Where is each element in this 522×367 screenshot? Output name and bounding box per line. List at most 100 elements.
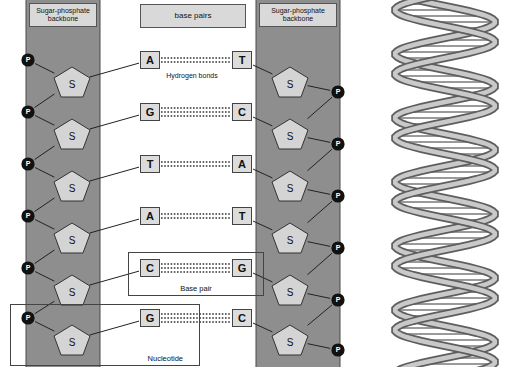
sugar-pentagon: S <box>271 324 309 356</box>
sugar-pentagon: S <box>53 118 91 150</box>
bond-line <box>308 138 331 143</box>
node-text: A <box>146 54 154 66</box>
node-text: P <box>336 244 341 252</box>
hydrogen-bond <box>161 314 231 322</box>
hydrogen-bond-line <box>161 111 231 112</box>
pentagon-shape <box>54 275 90 305</box>
phosphate-circle: P <box>331 343 345 357</box>
node-text: P <box>26 56 31 64</box>
bond-line <box>35 198 55 211</box>
bond-line <box>35 168 54 178</box>
node-text: base pairs <box>175 11 212 21</box>
bond-line <box>35 250 55 263</box>
phosphate-circle: P <box>331 241 345 255</box>
hydrogen-bond <box>161 264 231 272</box>
pentagon-shape <box>272 119 308 149</box>
bond-line <box>90 219 139 233</box>
pentagon-shape <box>272 325 308 355</box>
bond-line <box>35 64 54 74</box>
circle-shape <box>21 105 34 118</box>
phosphate-circle: P <box>21 157 35 171</box>
bond-line <box>35 146 55 159</box>
bond-line <box>35 322 54 332</box>
node-text: S <box>69 79 76 90</box>
bond-line <box>307 97 331 118</box>
hydrogen-bond <box>161 214 231 218</box>
bond-line <box>308 305 332 325</box>
backbone-band: Sugar-phosphate backboneSPSPSPSPSPSP <box>256 0 340 367</box>
phosphate-circle: P <box>21 261 35 275</box>
node-text: S <box>69 131 76 142</box>
helix-strand <box>395 0 495 367</box>
node-text: S <box>287 183 294 194</box>
base-box: A <box>140 207 160 225</box>
bond-line <box>253 221 272 230</box>
node-text: S <box>69 287 76 298</box>
helix-strand-highlight <box>395 0 495 367</box>
phosphate-circle: P <box>21 105 35 119</box>
node-text: P <box>26 314 31 322</box>
bond-line <box>307 149 331 170</box>
node-text: S <box>287 337 294 348</box>
hydrogen-bond <box>161 58 231 62</box>
bond-line <box>35 272 54 282</box>
circle-shape <box>21 157 34 170</box>
pentagon-shape <box>54 119 90 149</box>
hydrogen-bond-line <box>161 321 231 322</box>
bond-line <box>308 242 331 247</box>
helix-strand-highlight <box>395 0 495 367</box>
node-text: Base pair <box>178 284 214 293</box>
base-box: A <box>140 51 160 69</box>
sugar-pentagon: S <box>53 324 91 356</box>
circle-shape <box>21 261 34 274</box>
hydrogen-bond-line <box>161 165 231 166</box>
sugar-pentagon: S <box>271 118 309 150</box>
backbone-band-fill <box>256 0 340 367</box>
node-text: P <box>336 88 341 96</box>
bond-line <box>308 86 331 91</box>
base-box: C <box>232 103 252 121</box>
pentagon-shape <box>272 171 308 201</box>
node-text: P <box>26 212 31 220</box>
pentagon-shape <box>54 67 90 97</box>
sugar-pentagon: S <box>53 274 91 306</box>
hydrogen-bond-line <box>161 107 231 108</box>
circle-shape <box>331 293 344 306</box>
hydrogen-bond-line <box>161 271 231 272</box>
pentagon-shape <box>272 223 308 253</box>
node-text: G <box>146 312 155 324</box>
base-box: T <box>232 51 252 69</box>
bond-line <box>253 169 272 178</box>
sugar-pentagon: S <box>271 222 309 254</box>
sugar-pentagon: S <box>53 170 91 202</box>
hydrogen-bond <box>161 108 231 116</box>
node-text: T <box>147 158 154 170</box>
circle-shape <box>21 53 34 66</box>
node-text: C <box>238 106 246 118</box>
bond-line <box>253 323 272 332</box>
pentagon-shape <box>272 275 308 305</box>
node-text: S <box>69 235 76 246</box>
base-box: A <box>232 155 252 173</box>
pentagon-shape <box>54 171 90 201</box>
node-text: G <box>238 262 247 274</box>
node-text: S <box>287 235 294 246</box>
circle-shape <box>21 209 34 222</box>
band-header: Sugar-phosphate backbone <box>29 3 97 27</box>
phosphate-circle: P <box>331 189 345 203</box>
bond-line <box>35 94 55 107</box>
sugar-pentagon: S <box>271 274 309 306</box>
node-text: S <box>287 131 294 142</box>
bond-line <box>307 201 331 222</box>
node-text: P <box>336 346 341 354</box>
node-text: C <box>146 262 154 274</box>
backbone-band: Sugar-phosphate backbonePSPSPSPSPSPS <box>26 0 100 367</box>
bond-line <box>90 321 139 335</box>
bracket-box: Base pair C G <box>128 252 264 296</box>
phosphate-circle: P <box>331 85 345 99</box>
sugar-pentagon: S <box>53 66 91 98</box>
hydrogen-bond <box>161 162 231 166</box>
header-box: base pairs <box>140 4 246 28</box>
hydrogen-bond-line <box>161 57 231 58</box>
